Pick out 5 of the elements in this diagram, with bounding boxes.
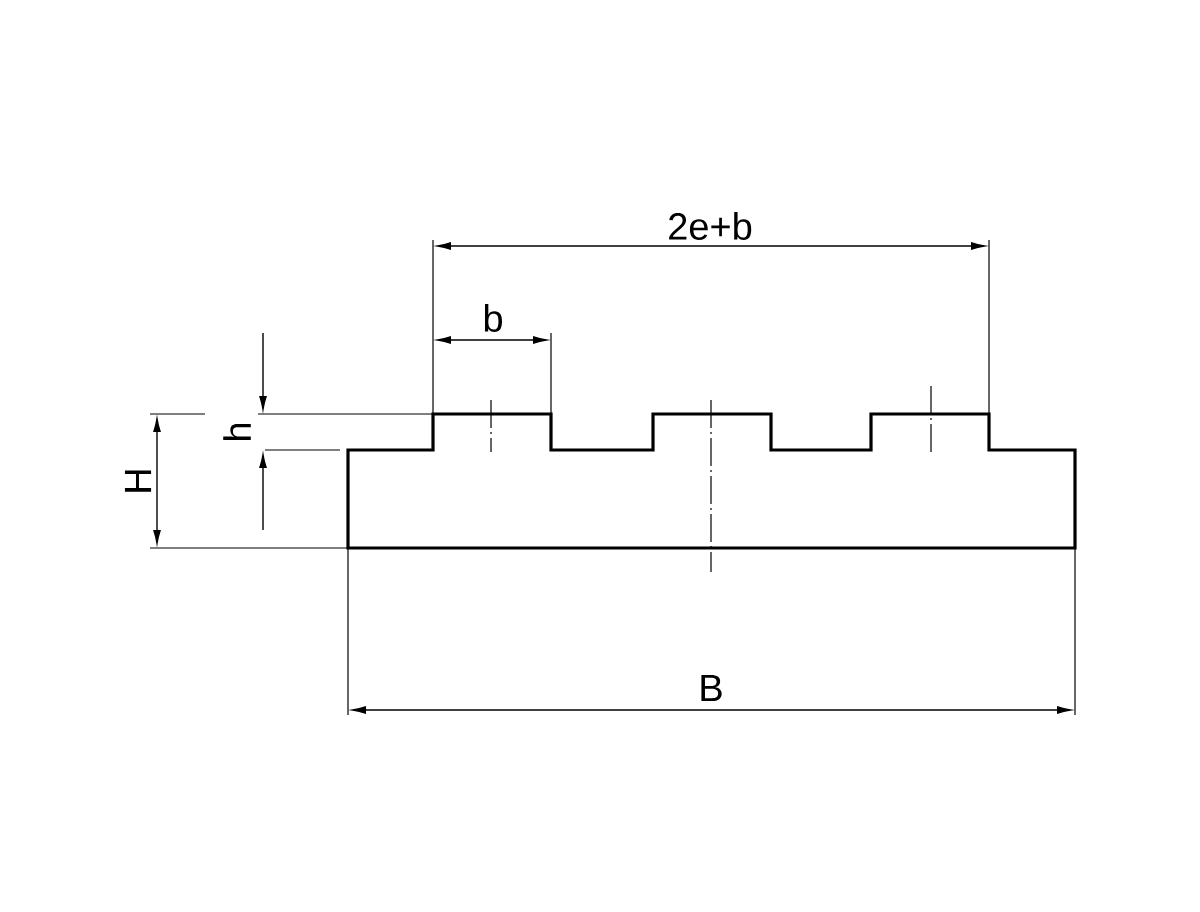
dimension-label: 2e+b xyxy=(669,212,752,240)
dimension-label: H xyxy=(124,470,152,492)
dimension-label: B xyxy=(701,674,722,702)
dimension-label: h xyxy=(223,423,251,440)
dimension-label: b xyxy=(484,304,502,332)
